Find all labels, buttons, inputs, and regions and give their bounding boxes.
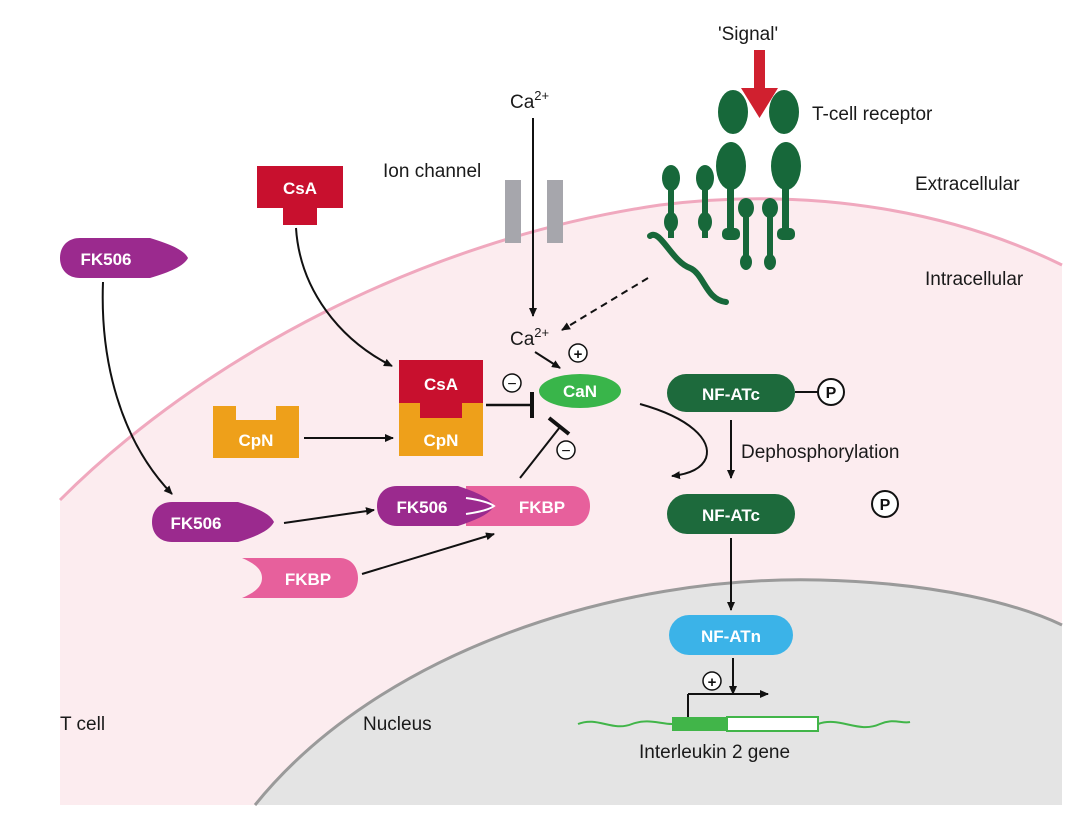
dephosphorylation-label: Dephosphorylation — [741, 442, 899, 463]
can-to-nfat-arrow — [639, 403, 708, 480]
cpn-free: CpN — [213, 406, 299, 458]
t-cell-receptor — [647, 90, 801, 305]
ca-ion-intracellular: Ca2+ — [510, 325, 549, 350]
nfatc-phosphorylated: NF-ATc P — [667, 374, 845, 412]
svg-text:FKBP: FKBP — [519, 498, 565, 517]
interleukin-2-gene-label: Interleukin 2 gene — [639, 742, 790, 763]
fk506-to-complex-arrow — [283, 507, 375, 524]
svg-text:CpN: CpN — [239, 431, 274, 450]
nfatn: NF-ATn — [669, 615, 793, 655]
svg-text:P: P — [880, 497, 891, 514]
fk506-fkbp-complex: FK506 FKBP — [377, 486, 590, 526]
svg-text:CsA: CsA — [283, 179, 317, 198]
svg-text:−: − — [561, 443, 570, 460]
fkbp-inhibition — [519, 416, 571, 479]
svg-text:FKBP: FKBP — [285, 570, 331, 589]
ca-to-can-arrow — [534, 351, 561, 369]
t-cell-label: T cell — [60, 714, 105, 735]
fkbp-free: FKBP — [242, 558, 358, 598]
svg-text:NF-ATc: NF-ATc — [702, 506, 760, 525]
svg-text:CsA: CsA — [424, 375, 458, 394]
t-cell-receptor-label: T-cell receptor — [812, 104, 933, 125]
intracellular-label: Intracellular — [925, 269, 1024, 290]
interleukin-2-gene — [577, 690, 911, 732]
csa-free: CsA — [257, 166, 343, 225]
ca-ion-extracellular: Ca2+ — [510, 88, 549, 113]
csa-cpn-inhibition — [486, 392, 534, 418]
cell-membrane — [58, 197, 1063, 502]
calcineurin: CaN — [539, 374, 621, 408]
svg-text:FK506: FK506 — [80, 250, 131, 269]
svg-text:−: − — [507, 376, 516, 393]
nucleus — [255, 579, 1062, 805]
svg-text:CaN: CaN — [563, 382, 597, 401]
ion-channel — [505, 180, 563, 243]
fk506-extracellular: FK506 — [60, 238, 188, 278]
can-activation-plus: + — [568, 343, 588, 363]
receptor-signal-dashed-arrow — [561, 277, 649, 331]
nucleus-label: Nucleus — [363, 714, 432, 735]
svg-text:NF-ATc: NF-ATc — [702, 385, 760, 404]
fk506-intracellular: FK506 — [152, 502, 274, 542]
nuclear-envelope — [253, 578, 1063, 806]
fkbp-to-complex-arrow — [361, 532, 495, 575]
svg-text:CpN: CpN — [424, 431, 459, 450]
csa-to-complex-arrow — [295, 227, 393, 367]
svg-text:+: + — [574, 346, 583, 363]
minus-sign-fkbp: − — [556, 440, 576, 460]
svg-text:FK506: FK506 — [170, 514, 221, 533]
fk506-entry-arrow — [101, 281, 173, 495]
nfatc: NF-ATc — [667, 494, 795, 534]
svg-text:+: + — [708, 674, 717, 691]
svg-text:FK506: FK506 — [396, 498, 447, 517]
extracellular-label: Extracellular — [915, 174, 1020, 195]
gene-activation-plus: + — [702, 671, 722, 691]
svg-text:P: P — [826, 385, 837, 402]
csa-cpn-complex: CsA CpN — [399, 360, 483, 456]
phosphate-released: P — [871, 490, 899, 518]
minus-sign-csa: − — [502, 373, 522, 393]
ion-channel-label: Ion channel — [383, 161, 481, 182]
signal-arrow — [741, 50, 778, 118]
signal-label: 'Signal' — [718, 24, 778, 45]
svg-text:NF-ATn: NF-ATn — [701, 627, 761, 646]
